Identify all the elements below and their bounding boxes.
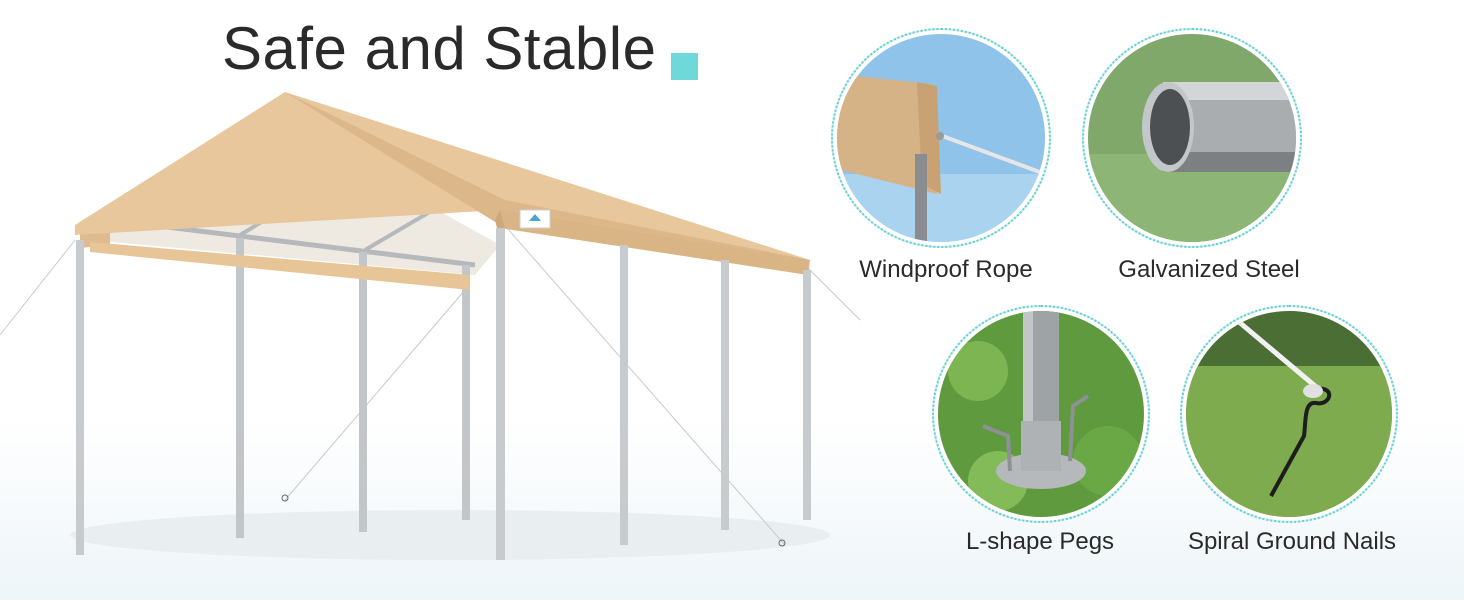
l-shape-pegs-photo <box>938 311 1144 517</box>
windproof-rope-photo <box>837 34 1045 242</box>
page-title: Safe and Stable <box>222 15 657 82</box>
galvanized-steel-photo <box>1088 34 1296 242</box>
feature-label-l-shape-pegs: L-shape Pegs <box>965 528 1115 555</box>
carport-canopy-image <box>0 80 931 600</box>
feature-label-windproof-rope: Windproof Rope <box>859 256 1033 283</box>
accent-square <box>671 53 698 80</box>
feature-label-galvanized-steel: Galvanized Steel <box>1118 256 1300 283</box>
feature-label-spiral-ground-nails: Spiral Ground Nails <box>1187 528 1397 555</box>
spiral-ground-nails-photo <box>1186 311 1392 517</box>
